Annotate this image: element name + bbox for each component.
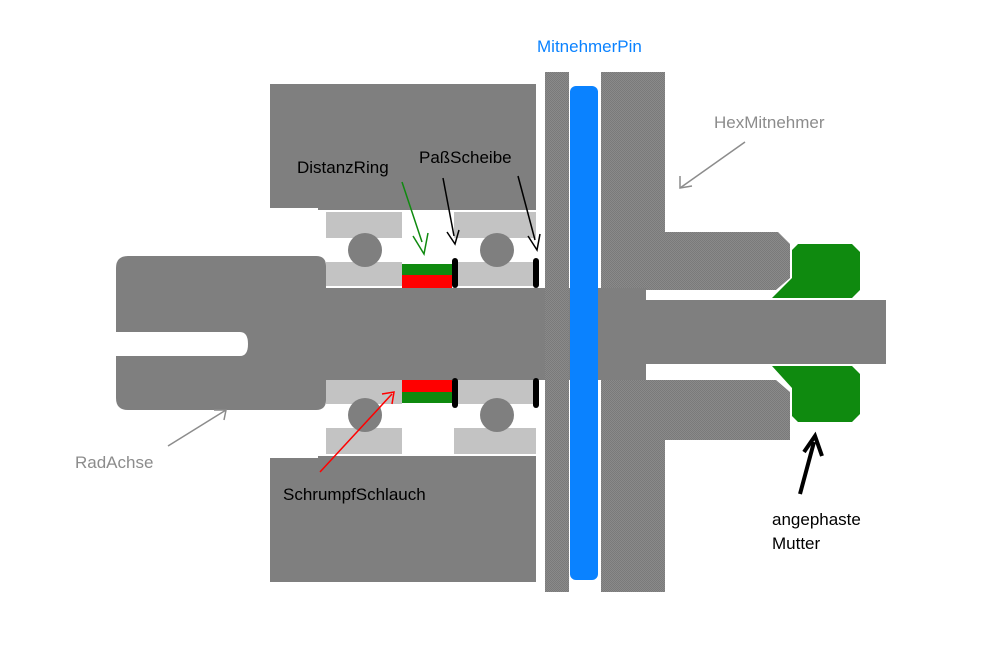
label-schrumpf-schlauch: SchrumpfSchlauch [283, 485, 426, 504]
label-hex-mitnehmer: HexMitnehmer [714, 113, 825, 132]
stub-shaft [600, 300, 886, 364]
flange-plate-left [545, 72, 569, 592]
shrink-tube-lower [402, 380, 452, 392]
shim-upper-left [452, 258, 458, 288]
label-distanz-ring: DistanzRing [297, 158, 389, 177]
distance-ring-upper [402, 264, 452, 275]
shim-lower-right [533, 378, 539, 408]
label-mutter-line1: angephaste [772, 510, 861, 529]
bearing-ball-upper-left [348, 233, 382, 267]
label-rad-achse: RadAchse [75, 453, 153, 472]
shim-upper-right [533, 258, 539, 288]
label-pass-scheibe: PaßScheibe [419, 148, 512, 167]
leader-schrumpf-schlauch [319, 393, 393, 473]
chamfered-nut-lower [772, 366, 860, 422]
arrowhead-distanz-ring [412, 232, 429, 257]
arrowhead-pass-scheibe-right [527, 233, 541, 252]
leader-hex-mitnehmer [679, 141, 746, 189]
stub-shaft-center [596, 288, 646, 380]
shrink-tube-upper [402, 275, 452, 288]
arrowhead-rad-achse [214, 409, 227, 421]
leader-pass-scheibe-left [442, 177, 455, 237]
arrowhead-schrumpf-schlauch [381, 391, 395, 405]
hex-driver [601, 72, 790, 592]
shim-lower-left [452, 378, 458, 408]
drive-pin [570, 86, 598, 580]
label-mutter-line2: Mutter [772, 534, 821, 553]
arrowhead-hex-mitnehmer [679, 176, 693, 189]
housing-lower [270, 456, 536, 582]
leader-rad-achse [167, 409, 227, 447]
leader-angephaste-mutter [798, 441, 816, 495]
arrowhead-pass-scheibe-left [446, 229, 460, 246]
chamfered-nut-upper [772, 244, 860, 298]
bearing-ball-lower-left [348, 398, 382, 432]
distance-ring-lower [402, 392, 452, 403]
wheel-axle [116, 256, 572, 410]
label-mitnehmer-pin: MitnehmerPin [537, 37, 642, 56]
housing-upper [270, 84, 536, 210]
leader-pass-scheibe-right [517, 175, 536, 241]
leader-distanz-ring [401, 181, 423, 243]
arrowhead-angephaste-mutter [802, 431, 824, 457]
bearing-ball-lower-right [480, 398, 514, 432]
bearing-ball-upper-right [480, 233, 514, 267]
